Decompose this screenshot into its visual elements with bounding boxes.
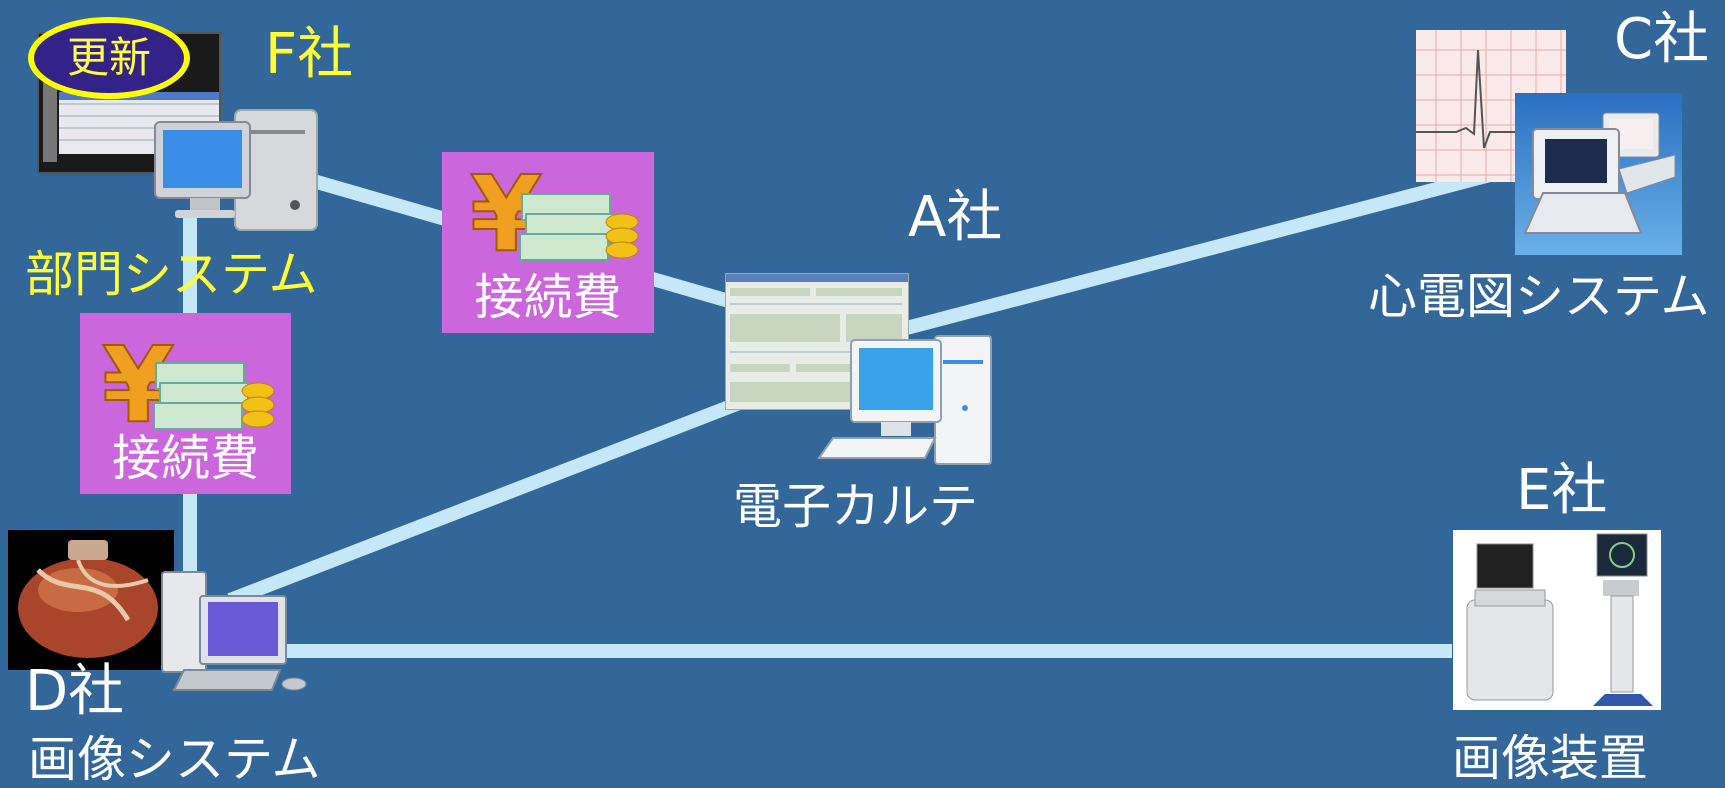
company-d-label: D社 xyxy=(25,659,125,724)
link-a-d xyxy=(227,388,763,607)
emr-label: 電子カルテ xyxy=(733,478,979,535)
department-system-label: 部門システム xyxy=(25,246,318,303)
imaging-system-label: 画像システム xyxy=(28,731,321,788)
ecg-device-image xyxy=(1515,93,1682,255)
connection-fee-label: 接続費 xyxy=(111,430,259,487)
company-c-label: C社 xyxy=(1614,7,1710,72)
desktop-pc-icon xyxy=(150,100,330,235)
desktop-pc-icon xyxy=(160,570,330,695)
ct-heart-image xyxy=(8,530,174,670)
update-badge-label: 更新 xyxy=(66,33,151,82)
emr-screen xyxy=(725,273,909,410)
connection-fee-box-left: ¥ 接続費 xyxy=(80,313,291,494)
ecg-system-label: 心電図システム xyxy=(1368,268,1710,325)
link-a-c xyxy=(878,168,1492,342)
imaging-device-label: 画像装置 xyxy=(1452,730,1649,787)
company-a-label: A社 xyxy=(908,185,1003,250)
company-e-label: E社 xyxy=(1516,458,1608,523)
yen-money-icon: ¥ xyxy=(101,323,275,433)
update-badge: 更新 xyxy=(28,17,190,99)
connection-fee-label: 接続費 xyxy=(474,269,622,326)
imaging-device-image xyxy=(1453,530,1661,710)
connection-fee-box-top: ¥ 接続費 xyxy=(442,152,654,333)
yen-money-icon: ¥ xyxy=(469,152,639,272)
desktop-pc-icon xyxy=(815,330,1005,470)
company-f-label: F社 xyxy=(265,22,354,87)
